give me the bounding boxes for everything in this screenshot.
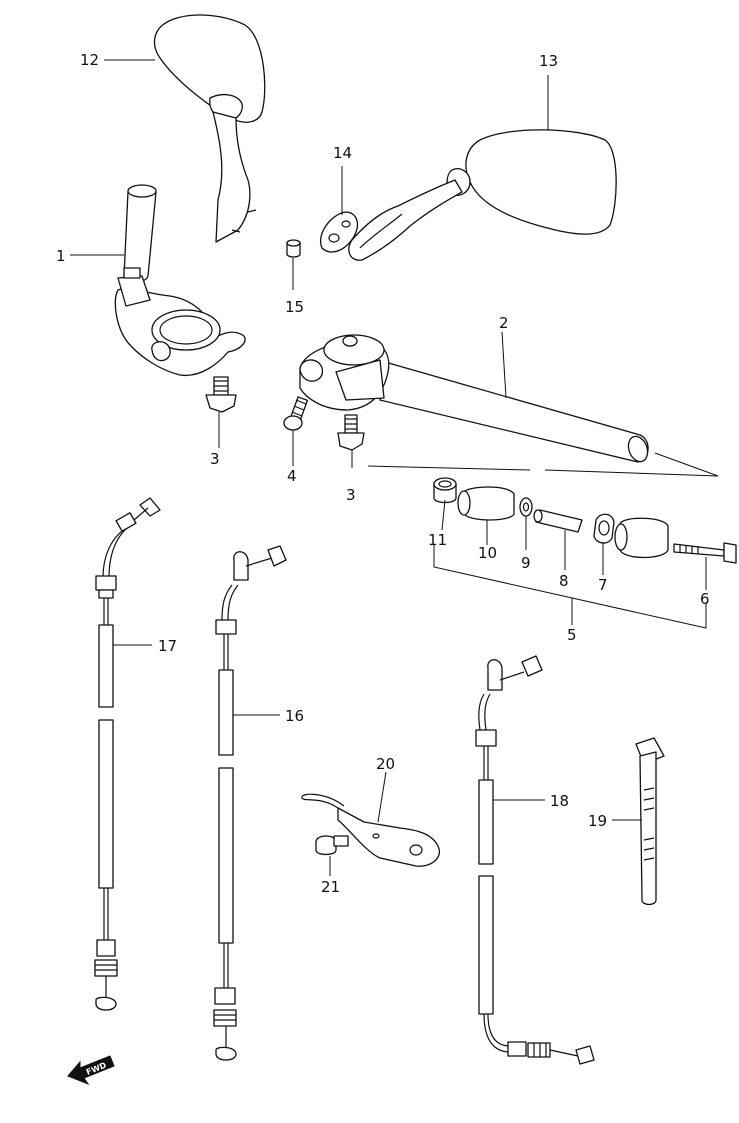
callout-4: 4 bbox=[287, 467, 297, 485]
part-11-collar[interactable] bbox=[433, 477, 457, 504]
leader-lines bbox=[70, 59, 707, 876]
part-10-bar-end-weight[interactable] bbox=[457, 486, 515, 521]
part-4-bolt[interactable] bbox=[283, 396, 309, 431]
callout-17: 17 bbox=[158, 637, 177, 655]
callout-5: 5 bbox=[567, 626, 577, 644]
fwd-label: FWD bbox=[85, 1061, 108, 1077]
part-8-spacer-tube[interactable] bbox=[533, 509, 583, 533]
callout-16: 16 bbox=[285, 707, 304, 725]
callout-18: 18 bbox=[550, 792, 569, 810]
callout-12: 12 bbox=[80, 51, 99, 69]
part-2-handlebar[interactable] bbox=[299, 334, 651, 464]
callout-numbers: 12 13 14 15 1 2 3 4 3 11 10 9 8 7 6 5 17… bbox=[56, 51, 710, 896]
callout-7: 7 bbox=[598, 576, 608, 594]
part-6-screw[interactable] bbox=[673, 542, 737, 564]
outer-weight[interactable] bbox=[614, 517, 669, 559]
assembly-guide-lines bbox=[367, 452, 719, 477]
callout-11: 11 bbox=[428, 531, 447, 549]
callout-3-right: 3 bbox=[346, 486, 356, 504]
callout-8: 8 bbox=[559, 572, 569, 590]
callout-2: 2 bbox=[499, 314, 509, 332]
part-17-throttle-cable[interactable] bbox=[94, 497, 161, 1011]
part-14-gasket[interactable] bbox=[320, 211, 359, 253]
part-21-screw[interactable] bbox=[315, 835, 349, 856]
part-15-cap[interactable] bbox=[286, 239, 301, 258]
part-18-choke-cable[interactable] bbox=[475, 655, 595, 1065]
part-9-washer[interactable] bbox=[519, 497, 533, 517]
callout-3-left: 3 bbox=[210, 450, 220, 468]
part-7-rubber[interactable] bbox=[593, 513, 615, 544]
callout-10: 10 bbox=[478, 544, 497, 562]
part-3-bolt-left[interactable] bbox=[205, 376, 237, 413]
part-20-bracket[interactable] bbox=[301, 793, 440, 867]
callout-1: 1 bbox=[56, 247, 66, 265]
callout-13: 13 bbox=[539, 52, 558, 70]
forward-arrow-icon: FWD bbox=[67, 1055, 115, 1086]
callout-21: 21 bbox=[321, 878, 340, 896]
part-13-right-mirror[interactable] bbox=[348, 129, 617, 261]
part-5-assembly-bracket bbox=[433, 545, 707, 629]
callout-14: 14 bbox=[333, 144, 352, 162]
callout-19: 19 bbox=[588, 812, 607, 830]
part-3-bolt-right[interactable] bbox=[337, 414, 365, 451]
callout-6: 6 bbox=[700, 590, 710, 608]
part-16-throttle-cable[interactable] bbox=[213, 545, 287, 1061]
callout-20: 20 bbox=[376, 755, 395, 773]
callout-15: 15 bbox=[285, 298, 304, 316]
callout-9: 9 bbox=[521, 554, 531, 572]
part-19-cable-tie[interactable] bbox=[635, 737, 665, 906]
part-1-throttle-housing[interactable] bbox=[114, 184, 246, 377]
part-12-left-mirror[interactable] bbox=[153, 14, 266, 243]
